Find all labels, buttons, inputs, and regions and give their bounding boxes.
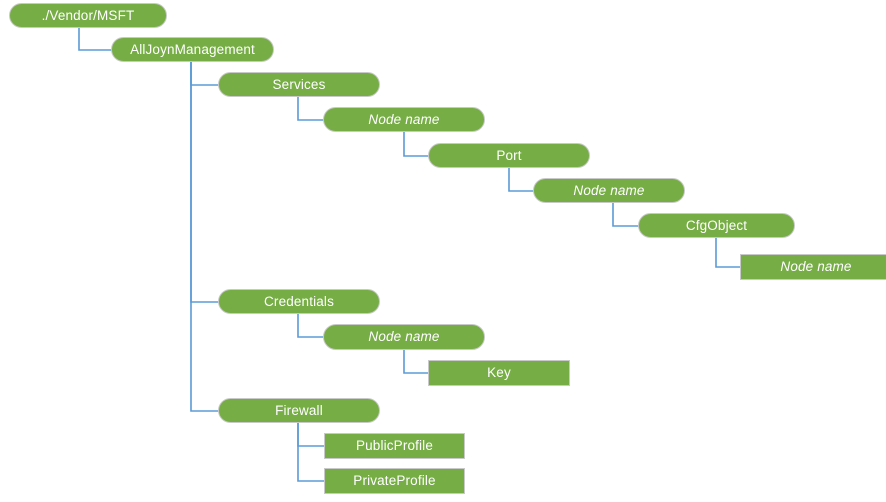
tree-node-alljoynmanagement[interactable]: AllJoynManagement (111, 37, 274, 62)
tree-node-label: Node name (368, 329, 440, 345)
tree-node-key[interactable]: Key (428, 360, 570, 386)
tree-node-credentials-node-name[interactable]: Node name (323, 324, 485, 350)
tree-node-publicprofile[interactable]: PublicProfile (324, 433, 465, 459)
connector-firewall-to-privateprofile (297, 422, 325, 482)
tree-node-cfgobject[interactable]: CfgObject (638, 213, 795, 238)
tree-node-port[interactable]: Port (428, 143, 590, 168)
connector-cfgobject-to-nodename (715, 237, 741, 268)
tree-node-label: PrivateProfile (353, 473, 436, 489)
tree-node-label: Credentials (264, 293, 334, 309)
tree-node-label: AllJoynManagement (130, 41, 255, 57)
tree-node-label: Services (272, 76, 326, 92)
tree-node-label: Firewall (275, 402, 323, 418)
connector-nodename-to-key (403, 349, 429, 374)
tree-node-label: Key (487, 365, 511, 381)
tree-node-cfgobject-node-name[interactable]: Node name (740, 254, 886, 280)
tree-node-label: Node name (780, 259, 852, 275)
connector-firewall-to-publicprofile (297, 422, 325, 447)
tree-node-label: Port (496, 147, 522, 163)
tree-node-label: CfgObject (685, 217, 748, 233)
connector-alljoyn-to-services (190, 61, 219, 86)
tree-node-vendor-msft[interactable]: ./Vendor/MSFT (9, 3, 167, 28)
tree-node-label: Node name (368, 111, 440, 127)
tree-node-firewall[interactable]: Firewall (218, 398, 380, 423)
connector-port-to-nodename (508, 167, 534, 192)
tree-node-label: ./Vendor/MSFT (41, 7, 135, 23)
connector-credentials-to-nodename (297, 313, 324, 338)
connector-alljoyn-to-credentials (190, 61, 219, 303)
connector-services-to-nodename (297, 96, 324, 121)
tree-node-services-node-name[interactable]: Node name (323, 107, 485, 132)
tree-node-services[interactable]: Services (218, 72, 380, 97)
connector-alljoyn-to-firewall (190, 61, 219, 412)
tree-node-privateprofile[interactable]: PrivateProfile (324, 468, 465, 494)
connector-vendor-to-alljoyn (78, 27, 112, 51)
tree-node-label: PublicProfile (356, 438, 433, 454)
tree-node-credentials[interactable]: Credentials (218, 289, 380, 314)
tree-node-label: Node name (573, 182, 645, 198)
connector-nodename-to-cfgobject (612, 202, 639, 227)
connector-nodename-to-port (403, 131, 429, 157)
tree-node-port-node-name[interactable]: Node name (533, 178, 685, 203)
